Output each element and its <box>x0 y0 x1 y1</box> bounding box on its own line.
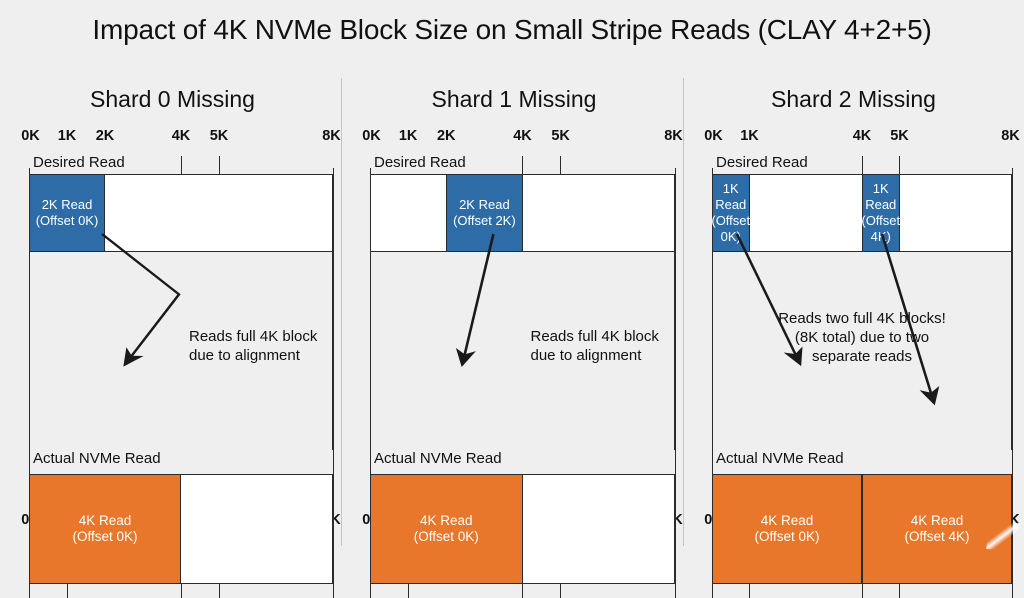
axis-tick-label: 1K <box>740 128 759 144</box>
actual-read-block: 4K Read(Offset 0K) <box>370 474 523 584</box>
tick-stub-bottom <box>180 584 182 598</box>
tick-stub-top <box>180 156 182 174</box>
axis-tick-label: 8K <box>664 128 683 144</box>
actual-read-block: 4K Read(Offset 0K) <box>712 474 862 584</box>
axis-tick-label: 2K <box>95 128 115 144</box>
block-label-line: 4K Read <box>910 512 964 528</box>
axis-tick-label: 4K <box>852 128 872 144</box>
tick-stub-bottom <box>218 584 220 598</box>
axis-line-right <box>1011 168 1013 584</box>
block-label-line: 1K Read <box>715 181 747 213</box>
top-axis-labels: 0K 1K 2K 4K 5K 8K <box>362 128 683 144</box>
tick-stub-bottom <box>1011 584 1013 598</box>
tick-stub-top <box>218 156 220 174</box>
axis-line-right <box>674 168 676 584</box>
tick-stub-bottom <box>749 584 750 598</box>
desired-read-label: Desired Read <box>374 154 466 171</box>
explanation-band <box>370 252 675 450</box>
tick-stub-bottom <box>522 584 523 598</box>
block-label-line: (Offset 2K) <box>453 213 516 228</box>
tick-stub-bottom <box>66 584 68 598</box>
block-label-line: 4K Read <box>419 512 473 528</box>
desired-read-blocks: 2K Read(Offset 2K) <box>370 150 675 504</box>
panel-divider-1 <box>341 78 342 546</box>
top-axis-labels: 0K 1K 2K 4K 5K 8K <box>21 128 341 144</box>
block-label-line: 4K Read <box>78 512 132 528</box>
page-title: Impact of 4K NVMe Block Size on Small St… <box>92 14 932 45</box>
axis-tick-label: 0K <box>21 128 40 144</box>
plot-area: 0K 1K 2K 4K 5K 8K 0K 1K 4K 5K 8K Desired Read Act… <box>362 128 683 598</box>
panel-shard-1: Shard 1 Missing 0K 1K 2K 4K 5K 8K 0K 1K 4K 5K 8K … <box>345 78 683 598</box>
tick-stub-bottom <box>674 584 676 598</box>
block-label-line: (Offset 0K) <box>754 529 820 544</box>
panel-divider-2 <box>683 78 684 546</box>
desired-read-blocks: 2K Read(Offset 0K) <box>29 150 333 504</box>
plot-area: 0K 1K 4K 5K 8K 0K 1K 4K 5K 8K Desired Read Actua… <box>704 128 1020 598</box>
annotation-text: Reads full 4K block due to alignment <box>530 328 659 364</box>
axis-tick-label: 1K <box>398 128 418 144</box>
desired-read-block: 2K Read(Offset 2K) <box>446 174 523 252</box>
desired-read-label: Desired Read <box>33 154 125 171</box>
tick-stub-top <box>522 156 523 174</box>
axis-tick-label: 8K <box>1001 128 1020 144</box>
annotation-text: Reads two full 4K blocks! (8K total) due… <box>778 310 946 365</box>
actual-nvme-read-label: Actual NVMe Read <box>716 450 844 467</box>
tick-stub-bottom <box>560 584 562 598</box>
actual-nvme-read-label: Actual NVMe Read <box>374 450 502 467</box>
tick-stub-bottom <box>28 584 30 598</box>
actual-nvme-read-label: Actual NVMe Read <box>33 450 161 467</box>
panel-title: Shard 2 Missing <box>771 86 936 112</box>
tick-stub-top <box>560 156 562 174</box>
block-label-line: (Offset <box>711 213 751 228</box>
axis-tick-label: 0K <box>704 128 723 144</box>
tick-stub-bottom <box>711 584 713 598</box>
actual-read-block: 4K Read(Offset 0K) <box>29 474 181 584</box>
block-label-line: (Offset 0K) <box>35 213 99 228</box>
block-label-line: 2K Read <box>41 197 93 213</box>
axis-tick-label: 4K <box>171 128 191 144</box>
tick-stub-bottom <box>899 584 900 598</box>
block-label-line: (Offset <box>861 213 901 228</box>
actual-read-blocks: 4K Read(Offset 0K) <box>29 150 333 584</box>
axis-tick-label: 5K <box>551 128 570 144</box>
block-label-line: 1K Read <box>865 181 897 213</box>
panel-title: Shard 0 Missing <box>90 86 255 112</box>
axis-tick-label: 5K <box>890 128 909 144</box>
actual-read-block: 4K Read(Offset 4K) <box>862 474 1012 584</box>
axis-tick-label: 5K <box>209 128 229 144</box>
desired-read-band <box>370 174 675 252</box>
axis-tick-label: 4K <box>513 128 532 144</box>
tick-stub-bottom <box>861 584 863 598</box>
axis-line-right <box>332 168 334 584</box>
axis-tick-label: 1K <box>57 128 77 144</box>
explanation-band <box>29 252 333 450</box>
actual-read-blocks: 4K Read(Offset 0K) <box>370 150 675 584</box>
tick-stub-bottom <box>407 584 409 598</box>
tick-stub-bottom <box>332 584 334 598</box>
top-axis-labels: 0K 1K 4K 5K 8K <box>704 128 1020 144</box>
panel-title: Shard 1 Missing <box>431 86 597 112</box>
block-label-line: 4K Read <box>760 512 814 528</box>
tick-stub-top <box>861 156 863 174</box>
panel-shard-2: Shard 2 Missing 0K 1K 4K 5K 8K 0K 1K 4K 5K 8K De… <box>687 78 1020 598</box>
tick-stub-top <box>899 156 900 174</box>
panel-shard-0: Shard 0 Missing 0K 1K 2K 4K 5K 8K 0K 1K 4K 5K 8K … <box>4 78 341 598</box>
axis-tick-label: 0K <box>362 128 381 144</box>
annotation-text: Reads full 4K block due to alignment <box>189 328 318 364</box>
desired-read-block: 2K Read(Offset 0K) <box>29 174 105 252</box>
block-label-line: (Offset 4K) <box>904 529 970 544</box>
axis-tick-label: 8K <box>322 128 341 144</box>
plot-area: 0K 1K 2K 4K 5K 8K 0K 1K 4K 5K 8K Desired Read Act… <box>21 128 341 598</box>
block-label-line: 2K Read <box>459 197 510 213</box>
tick-stub-bottom <box>369 584 371 598</box>
block-label-line: (Offset 0K) <box>413 529 479 544</box>
block-label-line: (Offset 0K) <box>72 529 138 544</box>
axis-tick-label: 2K <box>436 128 456 144</box>
desired-read-label: Desired Read <box>716 154 808 171</box>
